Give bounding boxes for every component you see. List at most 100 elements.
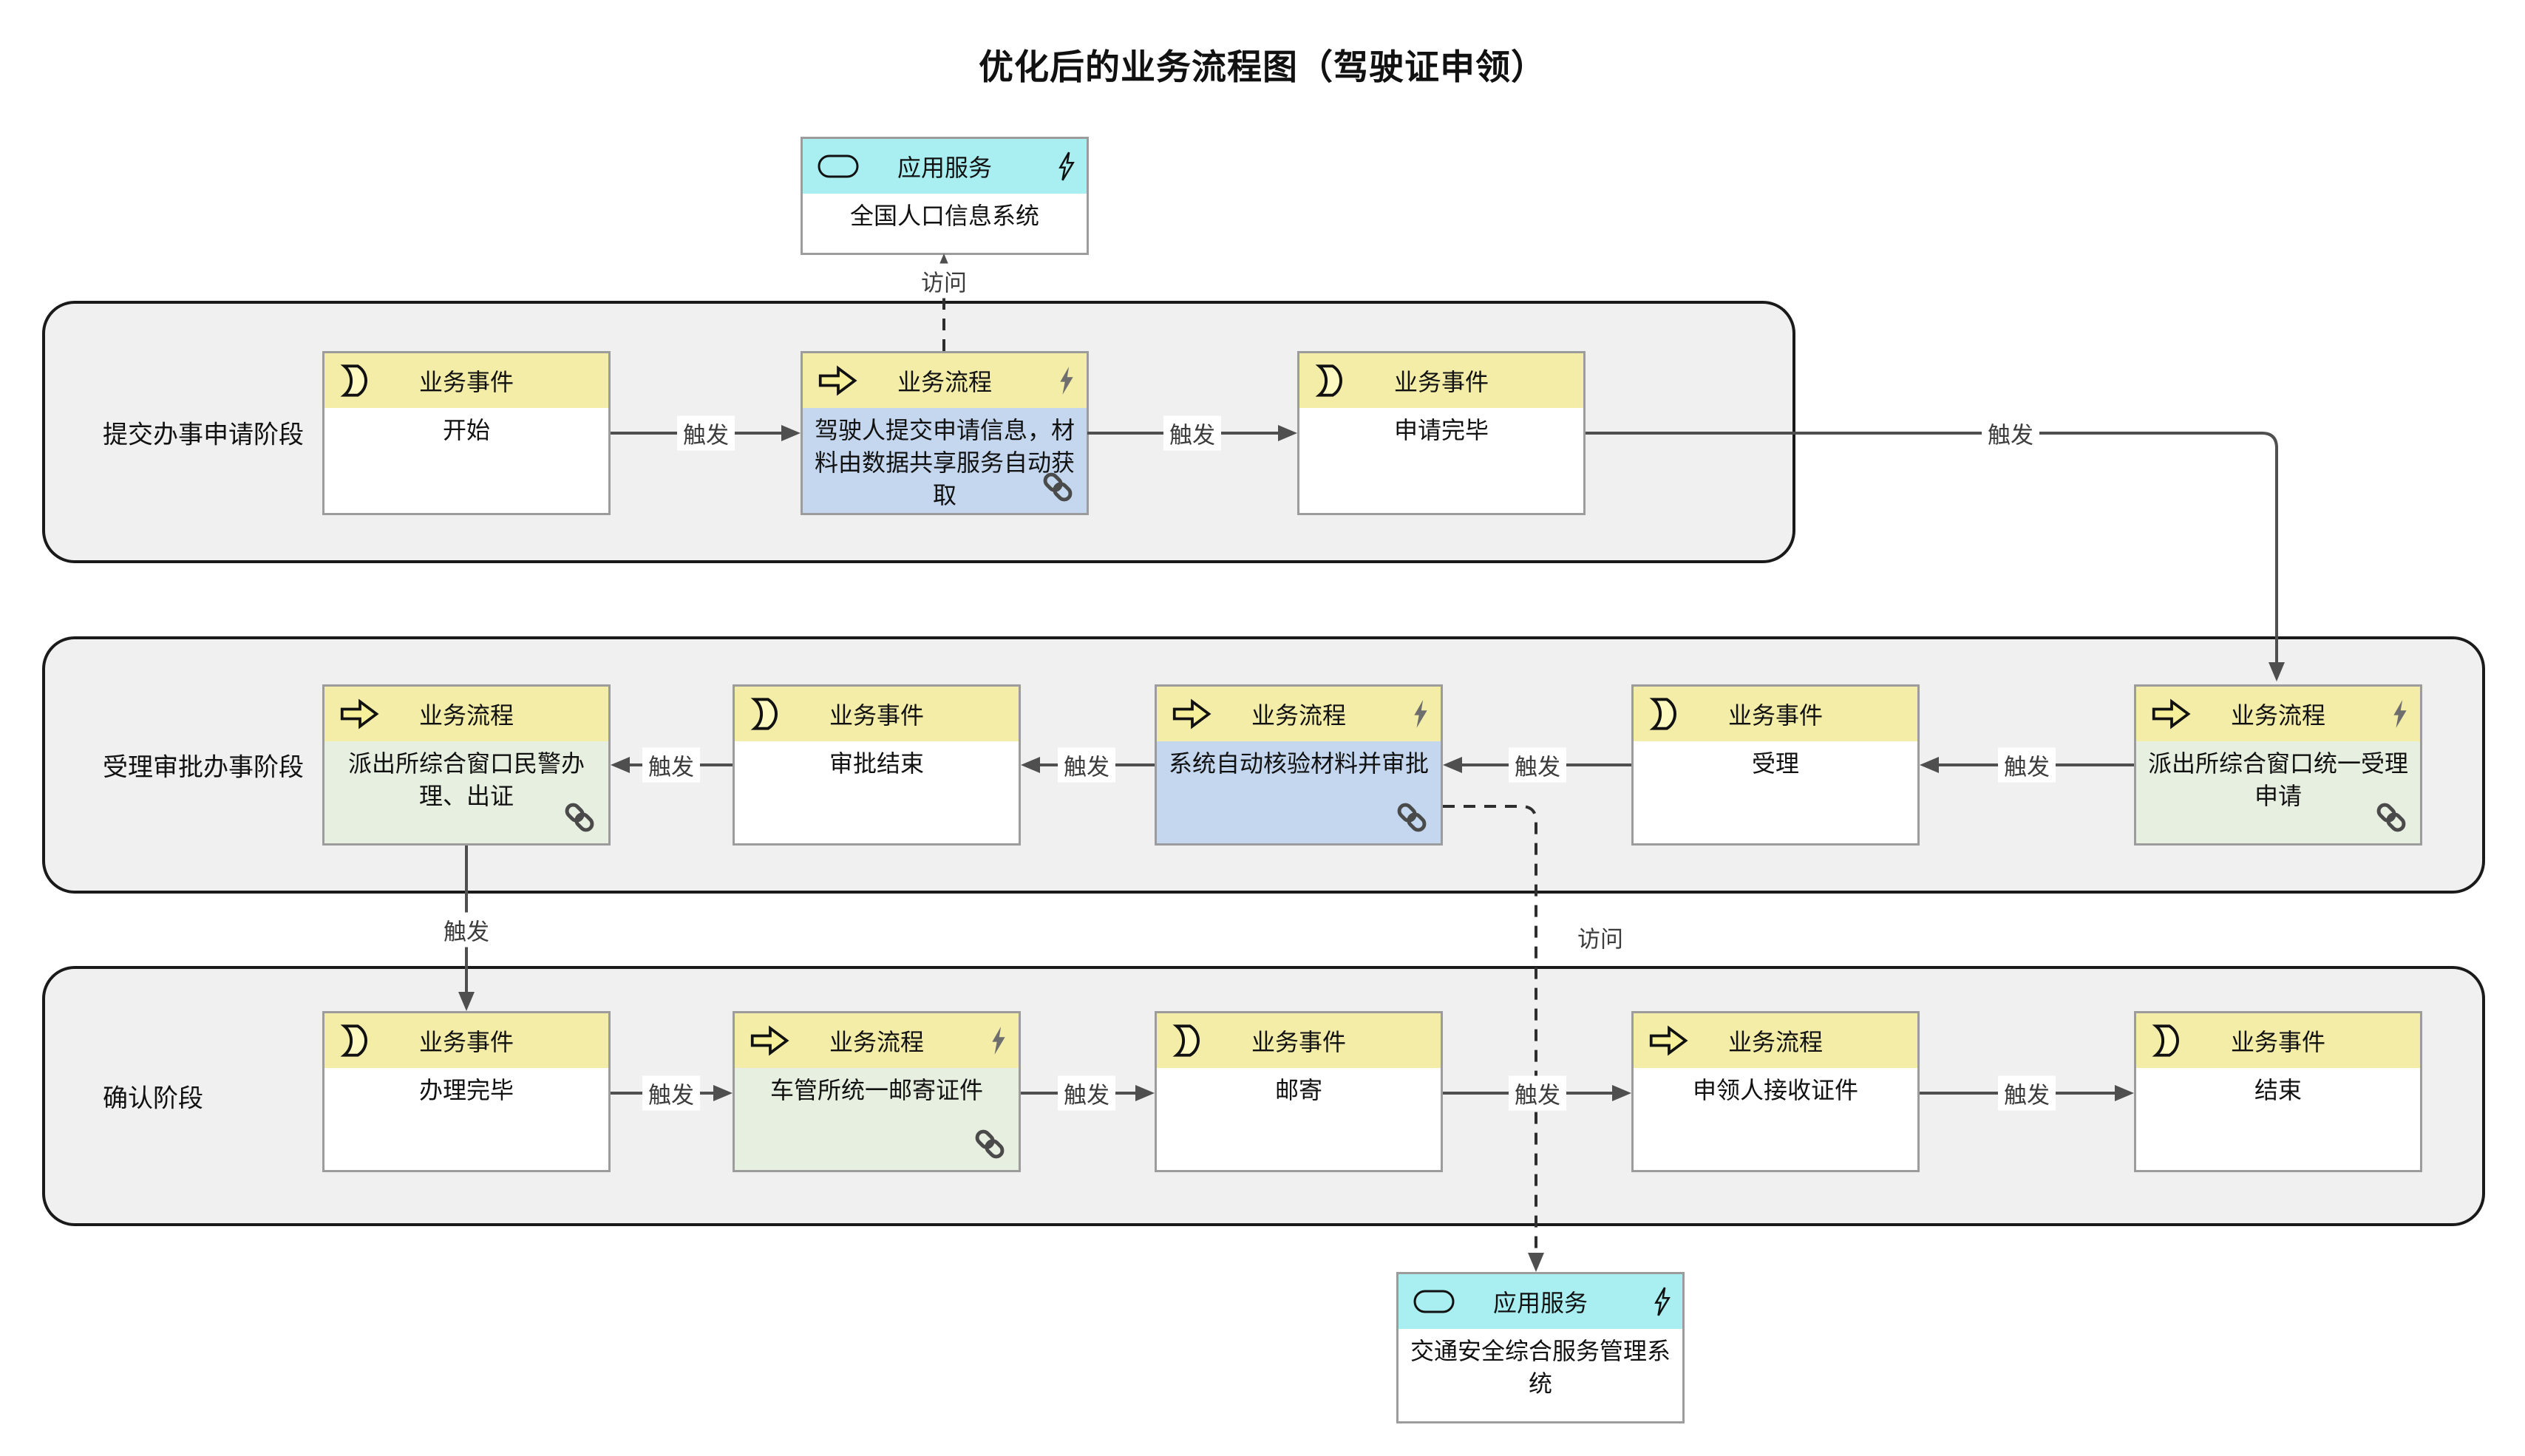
node-body-label: 申请完毕 (1299, 408, 1583, 513)
node-body-label: 办理完毕 (324, 1068, 608, 1170)
service-type-label: 应用服务 (1492, 1289, 1588, 1317)
node-header: 业务事件 (324, 1013, 608, 1068)
service-national-population-system[interactable]: 应用服务 全国人口信息系统 (801, 137, 1089, 255)
service-header: 应用服务 (1399, 1274, 1682, 1329)
service-name: 全国人口信息系统 (803, 194, 1087, 253)
node-body-label: 邮寄 (1157, 1068, 1441, 1170)
edge-label-access: 访问 (1571, 919, 1629, 955)
node-start[interactable]: 业务事件 开始 (322, 351, 611, 515)
arrow-process-icon (818, 365, 857, 396)
lane-label-review: 受理审批办事阶段 (103, 752, 304, 783)
node-body-label: 派出所综合窗口民警办理、出证 (324, 741, 608, 843)
node-header: 业务事件 (2136, 1013, 2420, 1068)
node-type-label: 业务事件 (1251, 1028, 1346, 1056)
node-header: 业务事件 (1299, 353, 1583, 408)
node-body-label: 审批结束 (735, 741, 1019, 843)
arrow-process-icon (1649, 1025, 1688, 1056)
edge-label-trigger: 触发 (677, 415, 735, 451)
node-type-label: 业务事件 (418, 1028, 514, 1056)
edge-label-trigger: 触发 (1058, 747, 1115, 783)
diagram-title: 优化后的业务流程图（驾驶证申领） (979, 47, 1546, 88)
arrow-process-icon (340, 698, 379, 729)
node-body-label: 派出所综合窗口统一受理申请 (2136, 741, 2420, 843)
link-icon (975, 1129, 1005, 1159)
edge-label-trigger: 触发 (1998, 747, 2056, 783)
service-header: 应用服务 (803, 139, 1087, 194)
lightning-icon (2393, 700, 2407, 728)
node-type-label: 业务流程 (1251, 701, 1346, 729)
crescent-event-icon (340, 1024, 367, 1057)
node-unified-accept[interactable]: 业务流程 派出所综合窗口统一受理申请 (2134, 684, 2422, 846)
node-type-label: 业务事件 (1727, 701, 1823, 729)
node-auto-verify[interactable]: 业务流程 系统自动核验材料并审批 (1155, 684, 1443, 846)
edge-label-trigger: 触发 (1998, 1075, 2056, 1111)
edge-label-trigger: 触发 (1509, 1075, 1566, 1111)
edge-label-trigger: 触发 (642, 1075, 700, 1111)
lightning-icon (1058, 152, 1075, 181)
link-icon (1397, 803, 1427, 832)
node-body-label: 系统自动核验材料并审批 (1157, 741, 1441, 843)
lane-label-submit: 提交办事申请阶段 (103, 420, 304, 449)
node-type-label: 业务流程 (897, 368, 992, 396)
node-process-done[interactable]: 业务事件 办理完毕 (322, 1011, 611, 1172)
link-icon (1043, 472, 1073, 502)
node-receive-cert[interactable]: 业务流程 申领人接收证件 (1631, 1011, 1920, 1172)
node-submit-info[interactable]: 业务流程 驾驶人提交申请信息，材料由数据共享服务自动获取 (801, 351, 1089, 515)
crescent-event-icon (340, 364, 367, 397)
edge-label-trigger: 触发 (438, 912, 495, 948)
node-body-label: 受理 (1634, 741, 1917, 843)
node-type-label: 业务事件 (1393, 368, 1489, 396)
node-mail-cert[interactable]: 业务流程 车管所统一邮寄证件 (733, 1011, 1021, 1172)
arrow-process-icon (750, 1025, 789, 1056)
crescent-event-icon (750, 698, 778, 730)
edge-label-trigger: 触发 (1509, 747, 1566, 783)
lane-label-confirm: 确认阶段 (103, 1084, 203, 1114)
node-mail[interactable]: 业务事件 邮寄 (1155, 1011, 1443, 1172)
node-apply-done[interactable]: 业务事件 申请完毕 (1297, 351, 1586, 515)
lightning-icon (992, 1027, 1005, 1055)
arrow-process-icon (2152, 698, 2191, 729)
node-header: 业务事件 (1157, 1013, 1441, 1068)
link-icon (565, 803, 594, 832)
node-header: 业务流程 (1157, 687, 1441, 741)
service-name: 交通安全综合服务管理系统 (1399, 1329, 1682, 1421)
crescent-event-icon (1172, 1024, 1200, 1057)
node-body-label: 车管所统一邮寄证件 (735, 1068, 1019, 1170)
crescent-event-icon (1649, 698, 1676, 730)
edge-label-trigger: 触发 (1058, 1075, 1115, 1111)
lightning-icon (1414, 700, 1427, 728)
node-header: 业务流程 (324, 687, 608, 741)
edge-label-access: 访问 (915, 263, 973, 299)
node-type-label: 业务流程 (418, 701, 514, 729)
node-accept[interactable]: 业务事件 受理 (1631, 684, 1920, 846)
crescent-event-icon (2152, 1024, 2179, 1057)
node-type-label: 业务事件 (2230, 1028, 2325, 1056)
lightning-icon (1060, 367, 1073, 395)
service-traffic-safety-system[interactable]: 应用服务 交通安全综合服务管理系统 (1396, 1272, 1685, 1423)
node-header: 业务事件 (324, 353, 608, 408)
node-body-label: 申领人接收证件 (1634, 1068, 1917, 1170)
stadium-service-icon (818, 154, 859, 178)
stadium-service-icon (1413, 1290, 1455, 1313)
node-type-label: 业务事件 (829, 701, 924, 729)
node-header: 业务流程 (735, 1013, 1019, 1068)
node-review-end[interactable]: 业务事件 审批结束 (733, 684, 1021, 846)
edge-label-trigger: 触发 (1163, 415, 1221, 451)
link-icon (2376, 803, 2406, 832)
node-header: 业务事件 (1634, 687, 1917, 741)
node-police-window-process[interactable]: 业务流程 派出所综合窗口民警办理、出证 (322, 684, 611, 846)
edge-label-trigger: 触发 (642, 747, 700, 783)
service-type-label: 应用服务 (897, 154, 992, 182)
lightning-icon (1654, 1287, 1671, 1316)
node-body-label: 结束 (2136, 1068, 2420, 1170)
node-header: 业务流程 (1634, 1013, 1917, 1068)
node-type-label: 业务流程 (2230, 701, 2325, 729)
node-type-label: 业务流程 (1727, 1028, 1823, 1056)
node-type-label: 业务流程 (829, 1028, 924, 1056)
edge-label-trigger: 触发 (1982, 415, 2039, 451)
node-header: 业务流程 (2136, 687, 2420, 741)
node-body-label: 开始 (324, 408, 608, 513)
node-header: 业务事件 (735, 687, 1019, 741)
node-end[interactable]: 业务事件 结束 (2134, 1011, 2422, 1172)
node-header: 业务流程 (803, 353, 1087, 408)
